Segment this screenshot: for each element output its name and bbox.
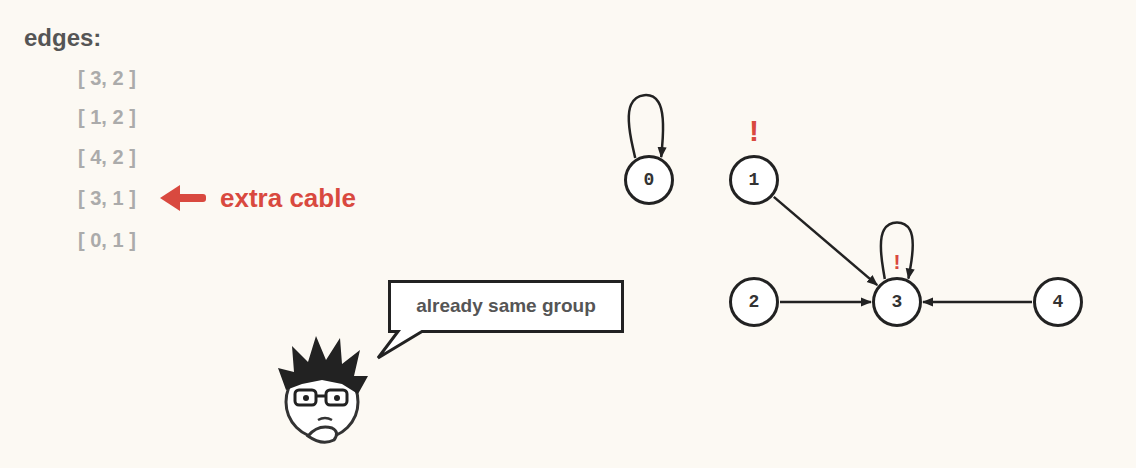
glasses-lens	[295, 390, 316, 405]
edge-pair: [ 3, 2 ]	[78, 67, 136, 89]
hair	[278, 336, 368, 394]
callout-note: extra cable	[220, 184, 356, 213]
thinking-face	[278, 336, 368, 442]
graph-node: 1	[729, 155, 779, 205]
warning-mark: !	[749, 114, 759, 147]
bubble-outline	[378, 281, 623, 358]
node-circle	[626, 157, 673, 204]
node-number: 2	[749, 292, 760, 312]
heading: edges:	[24, 24, 101, 52]
glasses-lens	[326, 390, 347, 405]
edge-arrow	[923, 301, 1032, 304]
node-circle	[874, 279, 921, 326]
edge-pair: [ 4, 2 ]	[78, 146, 136, 168]
node-number: 1	[749, 170, 760, 190]
graph-node: 2	[729, 277, 779, 327]
graph-node: 0	[624, 155, 674, 205]
hand	[308, 427, 337, 442]
node-text-group: 3	[892, 292, 903, 312]
node-number: 4	[1053, 292, 1064, 312]
node-text-group: 1	[749, 170, 760, 190]
node-number: 0	[644, 170, 655, 190]
node-number: 3	[892, 292, 903, 312]
edge-pair: [ 1, 2 ]	[78, 106, 136, 128]
node-circle	[731, 279, 778, 326]
self-loop-arrow	[881, 222, 913, 279]
edge-pair: [ 3, 1 ]	[78, 187, 136, 209]
self-loop-arrow	[629, 95, 664, 158]
edge-arrow	[780, 301, 871, 304]
edge-arrow	[774, 197, 877, 285]
eye	[334, 395, 340, 401]
warning-mark: !	[894, 250, 901, 273]
node-text-group: 4	[1053, 292, 1064, 312]
glasses-bridge	[316, 395, 326, 398]
node-text-group: already same group	[416, 295, 596, 317]
node-circle	[731, 157, 778, 204]
mouth	[318, 418, 332, 420]
bubble-text: already same group	[416, 295, 596, 317]
node-text-group: 2	[749, 292, 760, 312]
node-circle	[1035, 279, 1082, 326]
edge-pair: [ 0, 1 ]	[78, 229, 136, 251]
node-text-group: 0	[644, 170, 655, 190]
eye	[303, 395, 309, 401]
graph-node: 4	[1033, 277, 1083, 327]
arrow-shaft	[176, 194, 206, 202]
speech-bubble: already same group	[388, 280, 624, 333]
graph-node: 3	[872, 277, 922, 327]
red-arrow	[160, 185, 206, 211]
